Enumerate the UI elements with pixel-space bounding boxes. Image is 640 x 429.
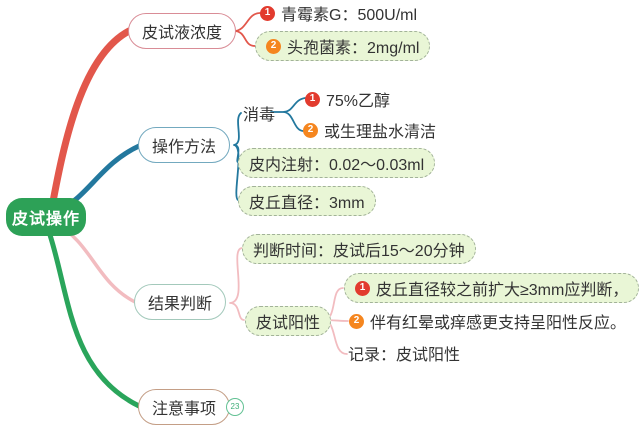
leaf-ethanol[interactable]: 1 75%乙醇 (305, 88, 390, 110)
leaf-record[interactable]: 记录：皮试阳性 (348, 342, 460, 364)
leaf-wheal-diameter[interactable]: 皮丘直径：3mm (238, 186, 376, 216)
topic-concentration-label: 皮试液浓度 (142, 25, 223, 42)
topic-method-label: 操作方法 (152, 139, 217, 156)
leaf-ethanol-text: 75%乙醇 (326, 93, 391, 110)
leaf-judgement-time-text: 判断时间：皮试后15～20分钟 (253, 243, 465, 260)
number-badge-1-icon: 1 (305, 91, 320, 107)
topic-notes[interactable]: 注意事项 (138, 389, 231, 425)
number-badge-2-icon: 2 (303, 122, 318, 138)
number-badge-2-icon: 2 (266, 38, 281, 54)
root-label: 皮试操作 (12, 211, 81, 228)
topic-positive[interactable]: 皮试阳性 (245, 306, 332, 336)
leaf-disinfect[interactable]: 消毒 (243, 102, 275, 124)
leaf-injection[interactable]: 皮内注射：0.02～0.03ml (238, 148, 436, 178)
leaf-positive-criterion1[interactable]: 1 皮丘直径较之前扩大≥3mm应判断， (344, 273, 640, 303)
leaf-record-text: 记录：皮试阳性 (348, 347, 461, 364)
leaf-cephalosporin-text: 头孢菌素：2mg/ml (287, 40, 420, 57)
collapsed-count-badge[interactable]: 23 (226, 398, 244, 416)
topic-notes-label: 注意事项 (152, 401, 217, 418)
leaf-disinfect-label: 消毒 (243, 107, 276, 124)
topic-concentration[interactable]: 皮试液浓度 (128, 13, 237, 49)
sub-lines-method (233, 97, 306, 201)
topic-method[interactable]: 操作方法 (138, 127, 231, 163)
number-badge-1-icon: 1 (355, 280, 370, 296)
leaf-positive-criterion2-text: 伴有红晕或痒感更支持呈阳性反应。 (370, 315, 627, 332)
leaf-wheal-diameter-text: 皮丘直径：3mm (249, 195, 365, 212)
leaf-saline[interactable]: 2 或生理盐水清洁 (303, 119, 436, 141)
collapsed-count-value: 23 (230, 402, 240, 411)
number-badge-2-icon: 2 (349, 313, 364, 329)
sub-lines-judgement (229, 247, 349, 355)
leaf-judgement-time[interactable]: 判断时间：皮试后15～20分钟 (242, 234, 476, 264)
topic-positive-label: 皮试阳性 (256, 315, 321, 332)
leaf-positive-criterion1-text: 皮丘直径较之前扩大≥3mm应判断， (376, 282, 629, 299)
topic-judgement-label: 结果判断 (148, 296, 213, 313)
leaf-penicillin-text: 青霉素G：500U/ml (281, 7, 418, 24)
leaf-penicillin[interactable]: 1 青霉素G：500U/ml (260, 2, 417, 24)
leaf-cephalosporin[interactable]: 2 头孢菌素：2mg/ml (255, 31, 431, 61)
root-node[interactable]: 皮试操作 (6, 198, 87, 236)
leaf-positive-criterion2[interactable]: 2 伴有红晕或痒感更支持呈阳性反应。 (349, 310, 626, 332)
number-badge-1-icon: 1 (260, 5, 275, 21)
leaf-saline-text: 或生理盐水清洁 (324, 124, 437, 141)
topic-judgement[interactable]: 结果判断 (134, 284, 227, 320)
branch-line-notes (47, 232, 142, 409)
sub-lines-concentration (233, 12, 261, 47)
branch-line-concentration (48, 27, 133, 211)
leaf-injection-text: 皮内注射：0.02～0.03ml (249, 157, 425, 174)
